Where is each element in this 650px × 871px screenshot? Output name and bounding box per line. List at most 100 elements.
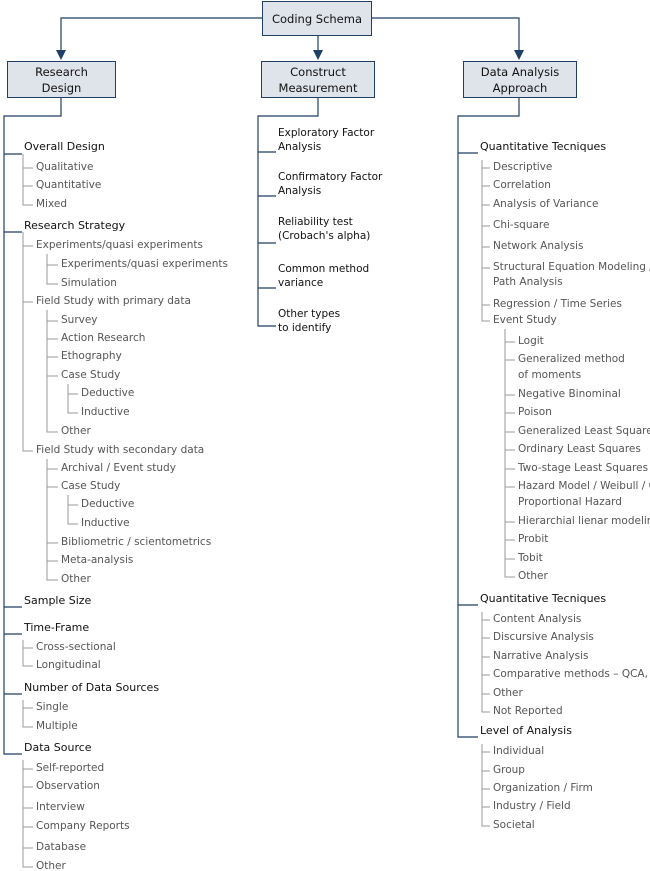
construct-item-line: Reliability test xyxy=(278,216,353,228)
construct-item-line: (Crobach's alpha) xyxy=(278,230,371,242)
event-study-item: Negative Binominal xyxy=(518,388,621,400)
event-study-item: Hazard Model / Weibull / Cox xyxy=(518,480,650,492)
overall-design-item: Quantitative xyxy=(36,179,102,191)
overall-design-label: Overall Design xyxy=(24,140,105,153)
level-item: Group xyxy=(493,764,525,776)
event-study-item: of moments xyxy=(518,369,582,381)
root-arrows xyxy=(60,17,520,52)
construct-item-cmv: Common method variance xyxy=(278,262,369,290)
secondary-data-label: Field Study with secondary data xyxy=(36,444,205,456)
construct-item-reliability: Reliability test (Crobach's alpha) xyxy=(278,215,370,243)
qual-item: Other xyxy=(493,687,523,699)
construct-item-efa: Exploratory Factor Analysis xyxy=(278,126,374,154)
event-study-item: Logit xyxy=(518,335,544,347)
data-analysis-title-1: Data Analysis xyxy=(480,64,560,79)
experiments-label: Experiments/quasi experiments xyxy=(36,239,203,251)
event-study-item: Probit xyxy=(518,533,549,545)
arrow-heads xyxy=(56,50,524,60)
construct-item-line: Confirmatory Factor xyxy=(278,171,383,183)
construct-item-line: Analysis xyxy=(278,141,322,153)
data-source-label: Data Source xyxy=(24,741,92,754)
quant-item: Chi-square xyxy=(493,219,550,231)
event-study-item: Two-stage Least Squares xyxy=(518,462,649,474)
qual-item: Comparative methods – QCA, DFA xyxy=(493,668,650,680)
construct-item-line: to identify xyxy=(278,322,332,334)
quant-item: Path Analysis xyxy=(493,276,563,288)
data-source-item: Interview xyxy=(36,801,85,813)
secondary-item: Meta-analysis xyxy=(61,554,134,566)
qual-item: Discursive Analysis xyxy=(493,631,594,643)
num-sources-label: Number of Data Sources xyxy=(24,681,160,694)
sub-lines xyxy=(22,154,515,868)
secondary-item: Bibliometric / scientometrics xyxy=(61,536,212,548)
construct-item-line: variance xyxy=(278,277,324,289)
primary-data-label: Field Study with primary data xyxy=(36,295,191,307)
construct-item-line: Other types xyxy=(278,308,341,320)
secondary-case-item: Inductive xyxy=(81,517,130,529)
level-item: Industry / Field xyxy=(493,800,571,812)
event-study-item: Generalized Least Squares xyxy=(518,425,650,437)
secondary-item: Other xyxy=(61,573,91,585)
event-study-item: Poison xyxy=(518,406,552,418)
research-design-title-1: Research xyxy=(35,64,88,79)
primary-item: Action Research xyxy=(61,332,146,344)
time-frame-label: Time-Frame xyxy=(24,621,90,634)
level-item: Societal xyxy=(493,819,535,831)
data-source-item: Other xyxy=(36,860,66,871)
quant-item: Correlation xyxy=(493,179,551,191)
data-source-item: Company Reports xyxy=(36,820,130,832)
experiments-item: Experiments/quasi experiments xyxy=(61,258,228,270)
construct-measurement-title-1: Construct xyxy=(290,64,346,79)
primary-item: Other xyxy=(61,425,91,437)
secondary-case-item: Deductive xyxy=(81,498,135,510)
level-item: Organization / Firm xyxy=(493,782,593,794)
event-study-item: Other xyxy=(518,570,548,582)
experiments-item: Simulation xyxy=(61,277,117,289)
research-strategy-label: Research Strategy xyxy=(24,219,126,232)
qualitative-label: Quantitative Tecniques xyxy=(480,592,607,605)
overall-design-item: Qualitative xyxy=(36,161,94,173)
quant-item: Analysis of Variance xyxy=(493,198,599,210)
event-study-item: Generalized method xyxy=(518,353,625,365)
event-study-item: Tobit xyxy=(518,552,543,564)
coding-schema-root-box: Coding Schema xyxy=(262,1,372,36)
overall-design-item: Mixed xyxy=(36,198,67,210)
secondary-item: Archival / Event study xyxy=(61,462,176,474)
time-frame-item: Cross-sectional xyxy=(36,641,116,653)
construct-measurement-title-2: Measurement xyxy=(278,80,358,95)
construct-item-line: Common method xyxy=(278,263,370,275)
main-spines xyxy=(3,98,520,755)
construct-item-cfa: Confirmatory Factor Analysis xyxy=(278,170,382,198)
quantitative-label: Quantitative Tecniques xyxy=(480,140,607,153)
event-study-item: Hierarchial lienar modeling xyxy=(518,515,650,527)
qual-item: Content Analysis xyxy=(493,613,582,625)
sample-size-label: Sample Size xyxy=(24,594,92,607)
quant-item: Network Analysis xyxy=(493,240,584,252)
data-source-item: Self-reported xyxy=(36,762,105,774)
event-study-item: Ordinary Least Squares xyxy=(518,443,641,455)
secondary-item: Case Study xyxy=(61,480,121,492)
qual-item: Not Reported xyxy=(493,705,563,717)
quant-item: Event Study xyxy=(493,314,557,326)
data-analysis-title-2: Approach xyxy=(492,80,548,95)
time-frame-item: Longitudinal xyxy=(36,659,101,671)
num-sources-item: Single xyxy=(36,701,69,713)
qual-item: Narrative Analysis xyxy=(493,650,589,662)
primary-item: Survey xyxy=(61,314,98,326)
num-sources-item: Multiple xyxy=(36,720,78,732)
event-study-item: Proportional Hazard xyxy=(518,496,622,508)
data-source-item: Database xyxy=(36,841,87,853)
construct-item-other: Other types to identify xyxy=(278,307,340,335)
quant-item: Descriptive xyxy=(493,161,553,173)
primary-case-item: Deductive xyxy=(81,387,135,399)
construct-item-line: Analysis xyxy=(278,185,322,197)
root-label: Coding Schema xyxy=(271,11,363,26)
level-item: Individual xyxy=(493,745,545,757)
primary-case-item: Inductive xyxy=(81,406,130,418)
primary-item: Case Study xyxy=(61,369,121,381)
data-source-item: Observation xyxy=(36,780,100,792)
